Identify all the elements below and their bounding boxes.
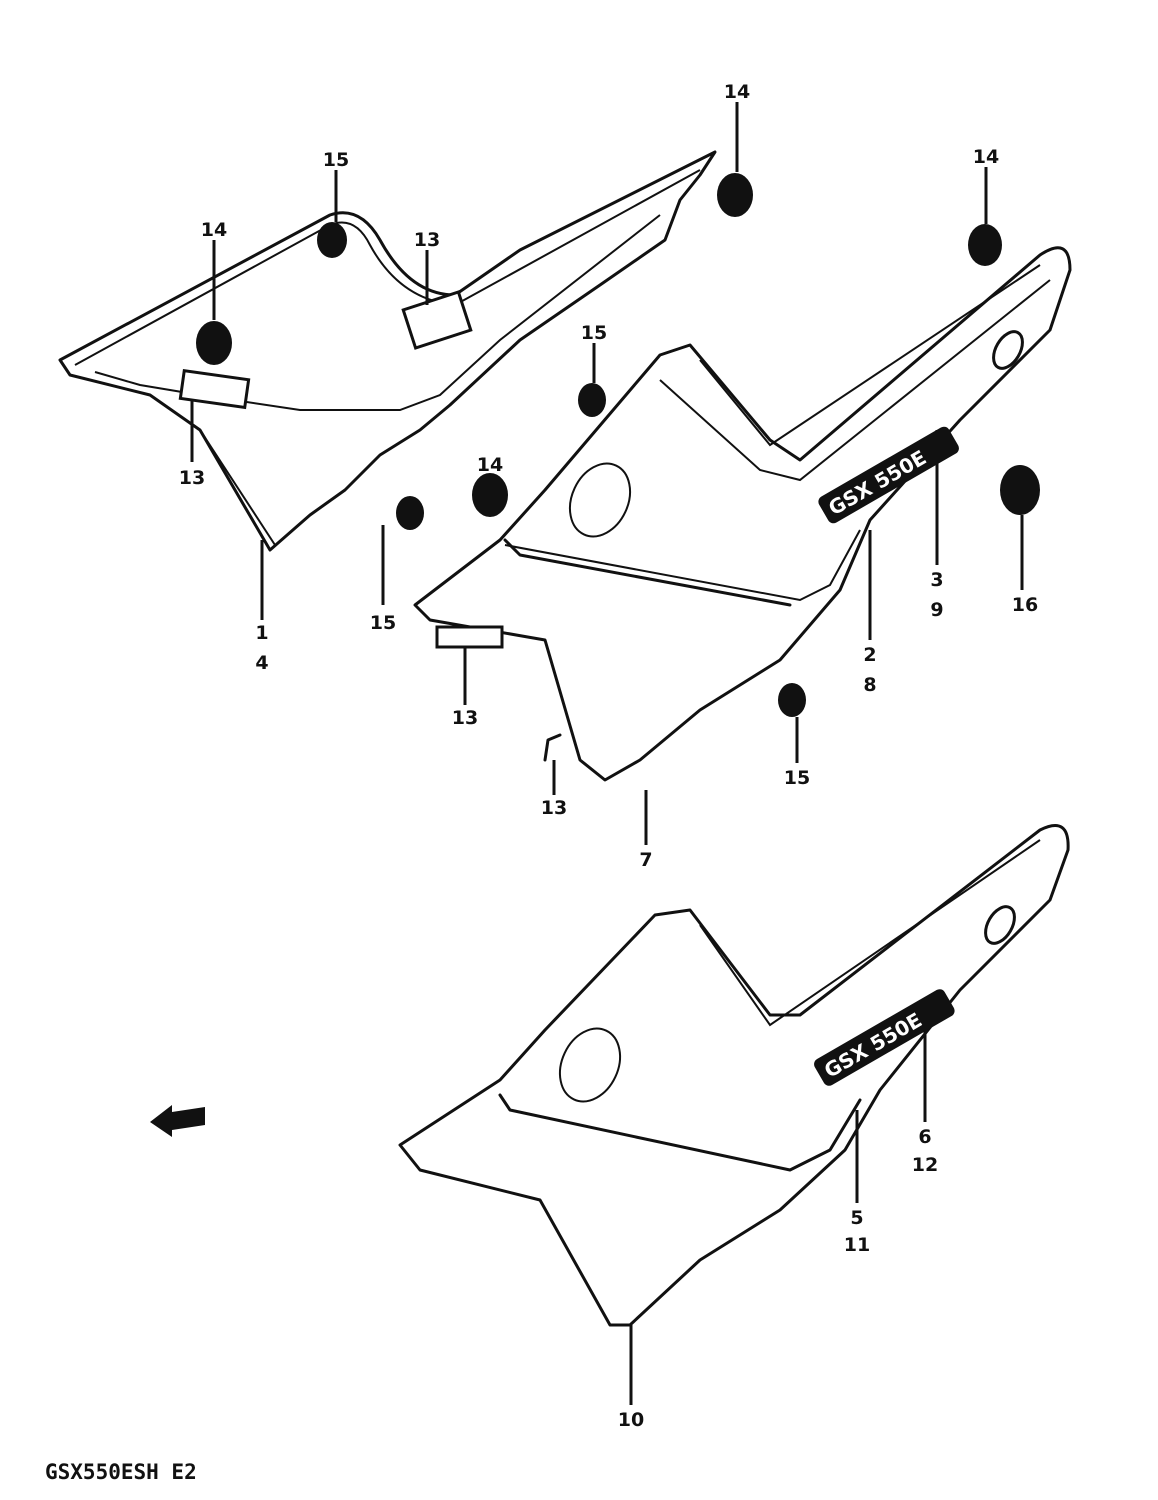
grommet-15 [578,383,606,417]
callout: 14 [724,81,750,103]
callout: 9 [930,599,943,621]
reflector-part-13c [435,625,504,649]
grommet-14 [968,224,1002,266]
callout: 12 [912,1154,938,1176]
callout: 13 [179,467,205,489]
frame-cover-part-2: GSX 550E [413,246,1072,782]
emblem-part-3: GSX 550E [818,426,959,524]
grommet-14 [472,473,508,517]
callout: 7 [639,849,652,871]
cap-16 [1000,465,1040,515]
grommet-15 [396,496,424,530]
grommet-15 [317,222,347,258]
emblem-text: GSX 550E [824,445,930,520]
callout: 16 [1012,594,1038,616]
callout: 2 [863,644,876,666]
callout: 11 [844,1234,870,1256]
callout: 6 [918,1126,931,1148]
grommet-14 [196,321,232,365]
callouts: 14 15 14 13 14 15 13 14 1 4 15 2 8 3 9 1… [179,81,1038,1431]
grommet-15 [778,683,806,717]
callout: 15 [581,322,607,344]
callout: 14 [973,146,999,168]
callout: 8 [863,674,876,696]
clip-part-13 [543,733,562,762]
callout: 14 [201,219,227,241]
frame-cover-part-5: GSX 550E [398,824,1070,1327]
callout: 15 [323,149,349,171]
callout: 13 [414,229,440,251]
callout: 14 [477,454,503,476]
leader-lines [190,102,1024,1405]
reflector-part-13b [401,290,473,350]
callout: 4 [255,652,268,674]
grommet-14 [717,173,753,217]
callout: 13 [452,707,478,729]
front-direction-arrow-icon [150,1105,205,1137]
callout: 15 [784,767,810,789]
grommets [196,173,1040,717]
reflector-part-13 [178,368,251,410]
callout: 3 [930,569,943,591]
emblem-text-lower: GSX 550E [820,1008,926,1083]
emblem-part-6: GSX 550E [814,989,955,1086]
frame-cover-inner-part-1 [58,150,717,552]
callout: 10 [618,1409,644,1431]
callout: 13 [541,797,567,819]
callout: 15 [370,612,396,634]
diagram-title: GSX550ESH E2 [45,1460,197,1484]
callout: 1 [255,622,268,644]
callout: 5 [850,1207,863,1229]
